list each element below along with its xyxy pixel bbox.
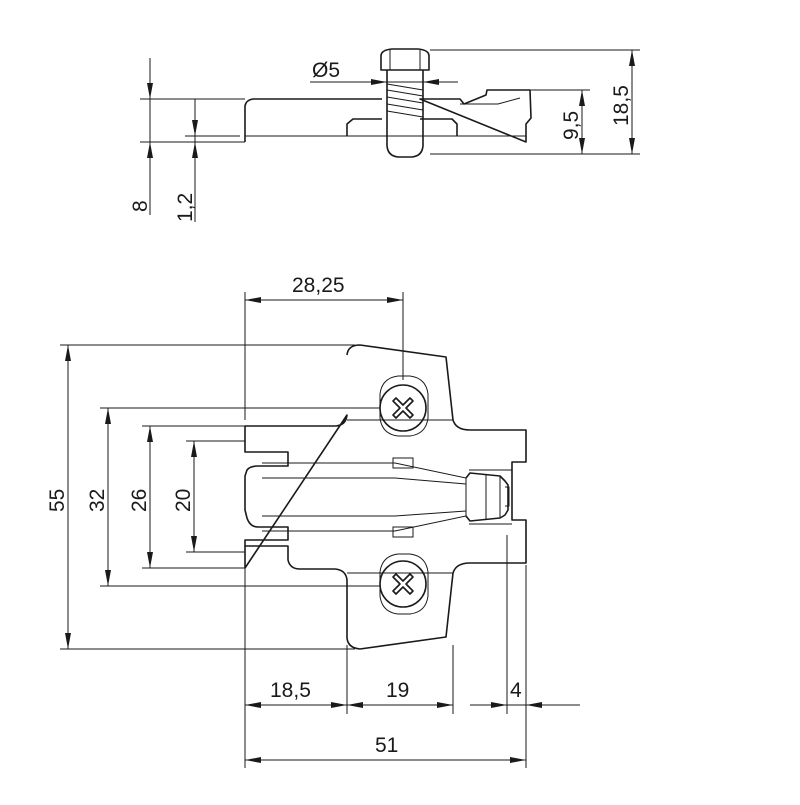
dim-slot-outer-arrow-top [105,408,111,424]
screw-thread [386,83,424,118]
screw-bottom-washer [379,553,429,615]
screw-shank [386,70,424,146]
dim-plate-thickness-ext [140,98,245,143]
dim-thread-height-arrow-top [579,90,585,106]
side-plate-body [244,89,532,143]
cross-recess-top-icon [392,397,414,419]
dim-base-thickness-arrow-top [192,120,198,136]
screw-head [380,48,430,71]
plan-right-tab [469,469,512,525]
screw-head-slot [389,49,421,70]
dim-screw-offset-arrow-right [387,297,403,303]
cross-recess-bottom-icon [392,573,414,595]
side-view: Ø5 8 1,2 9,5 18,5 [129,48,640,222]
dim-screw-offset-label: 28,25 [292,274,345,297]
dim-plate-thickness-arrow-top [147,83,153,99]
dim-overall-width-arrow-right [510,757,526,763]
dim-slot-mid-label: 26 [128,489,151,512]
dim-slot-inner-label: 20 [172,489,195,512]
dim-screw-diameter-arrow-right [423,79,439,85]
plan-cam [465,472,509,522]
dim-middle-width-arrow-left [347,702,363,708]
dim-thread-height-ext [430,89,590,155]
dim-slot-outer-arrow-bottom [105,570,111,586]
dim-slot-inner-arrow-top [191,441,197,457]
dim-slot-mid-arrow-bottom [147,552,153,568]
screw-top-head [379,384,427,432]
plan-channel-outline [262,462,467,532]
dim-screw-diameter-arrow-left [371,79,387,85]
dim-left-width-arrow-left [245,702,261,708]
dim-screw-offset-arrow-left [245,297,261,303]
plan-slot-lines [347,419,453,574]
plan-screw-top [379,375,429,437]
plan-slot-bottom [392,526,414,538]
dim-plate-thickness-label: 8 [129,200,152,212]
dim-slot-mid-ext [142,425,245,569]
dim-thread-height-label: 9,5 [560,111,583,140]
dim-slot-outer-ext [100,407,380,587]
plan-cam-detail [485,474,510,520]
dim-plate-thickness-arrow-bottom [147,142,153,158]
plan-plate-outline [244,344,527,650]
dim-plan-height-ext [60,344,355,650]
dim-tab-width-label: 4 [510,679,522,702]
dim-middle-width-label: 19 [386,679,409,702]
dim-plan-height-arrow-bottom [65,633,71,649]
dim-overall-height-arrow-top [629,50,635,66]
dim-plan-height-arrow-top [65,345,71,361]
dim-left-width-arrow-right [331,702,347,708]
dim-overall-width-arrow-left [245,757,261,763]
screw-tip [386,145,424,158]
dim-tab-width-arrow-left [491,702,507,708]
dim-slot-mid-arrow-top [147,426,153,442]
dim-overall-height-arrow-bottom [629,138,635,154]
dim-screw-offset-ext [244,292,404,420]
dim-slot-outer-label: 32 [86,489,109,512]
plan-screw-bottom [379,553,429,615]
side-plate-slope [460,97,521,105]
dim-left-width-label: 18,5 [270,679,311,702]
dim-plan-height-label: 55 [46,489,69,512]
plan-channel-top [262,477,467,485]
dim-bottom-extensions [244,535,527,768]
dim-base-thickness-label: 1,2 [174,193,197,222]
plan-channel-bottom [262,510,467,517]
screw-top-washer [379,375,429,437]
dim-slot-inner-ext [186,440,245,553]
dim-overall-width-label: 51 [375,734,398,757]
dim-overall-height-label: 18,5 [610,85,633,126]
plan-view: 28,25 55 32 26 20 18,5 [46,274,580,768]
dim-slot-inner-arrow-bottom [191,536,197,552]
dim-middle-width-arrow-right [437,702,453,708]
dim-tab-width-arrow-right [526,702,542,708]
plan-slot-top [392,457,414,469]
dim-base-thickness-arrow-bottom [192,142,198,158]
dim-screw-diameter-label: Ø5 [312,59,340,82]
screw-bottom-head [379,560,427,608]
side-plate-boss [346,118,458,136]
dim-thread-height-arrow-bottom [579,138,585,154]
